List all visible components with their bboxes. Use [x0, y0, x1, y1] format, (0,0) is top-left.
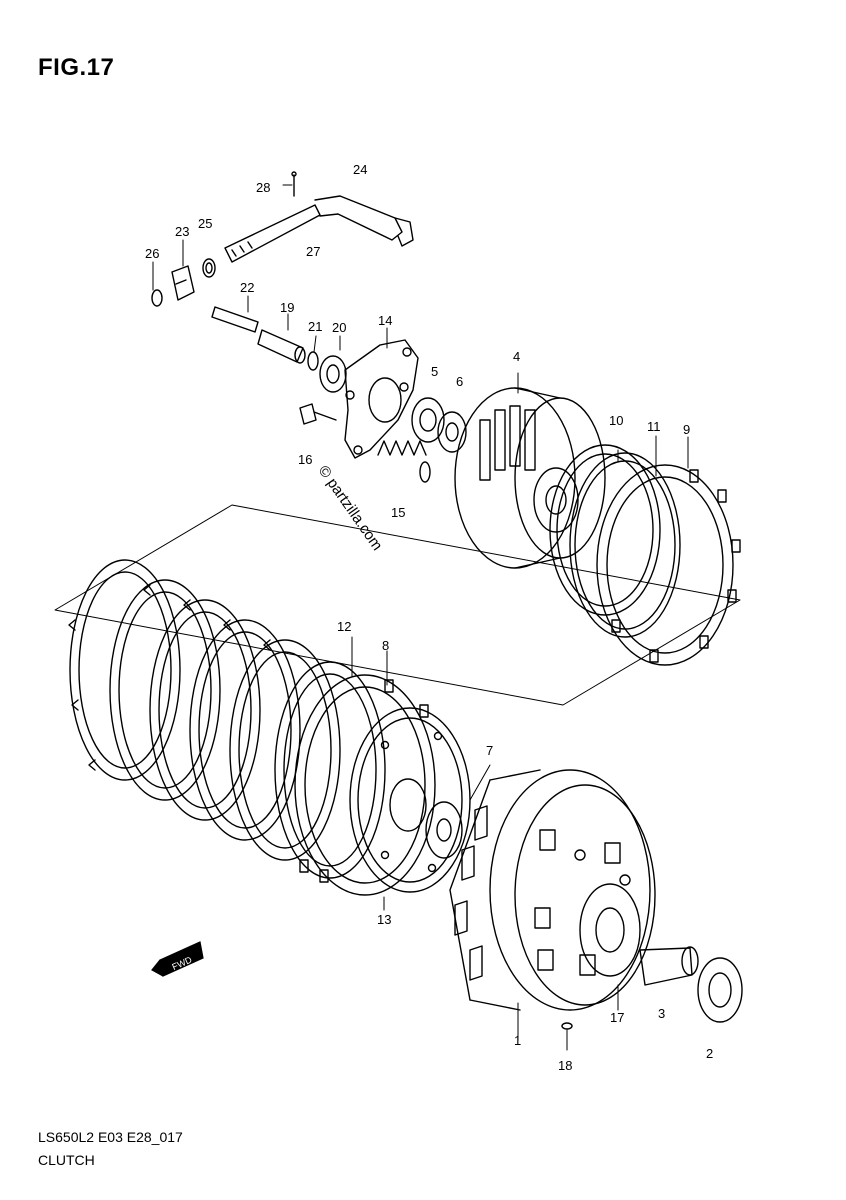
- callout-20: 20: [332, 320, 346, 335]
- primary-drive-spacer: [579, 883, 641, 977]
- spring-washer-seat: [549, 444, 661, 616]
- figure-code: LS650L2 E03 E28_017: [38, 1129, 183, 1145]
- release-arm-shaft: [224, 171, 414, 263]
- callout-26: 26: [145, 246, 159, 261]
- callout-14: 14: [378, 313, 392, 328]
- callout-13: 13: [377, 912, 391, 927]
- callout-6: 6: [456, 374, 463, 389]
- callout-11: 11: [647, 419, 661, 434]
- callout-7: 7: [486, 743, 493, 758]
- callout-18: 18: [558, 1058, 572, 1073]
- callout-15: 15: [391, 505, 405, 520]
- callout-25: 25: [198, 216, 212, 231]
- push-rod-push-piece: [211, 306, 319, 371]
- clutch-spring-bolt: [299, 403, 337, 425]
- figure-name: CLUTCH: [38, 1152, 95, 1168]
- callout-23: 23: [175, 224, 189, 239]
- lock-washer: [437, 411, 467, 453]
- pressure-plate: [344, 339, 419, 459]
- callout-4: 4: [513, 349, 520, 364]
- callout-28: 28: [256, 180, 270, 195]
- callout-21: 21: [308, 319, 322, 334]
- callout-1: 1: [514, 1033, 521, 1048]
- callout-5: 5: [431, 364, 438, 379]
- callout-24: 24: [353, 162, 367, 177]
- thrust-washer-outer: [697, 957, 743, 1023]
- callout-16: 16: [298, 452, 312, 467]
- release-bearing: [319, 355, 347, 393]
- callout-19: 19: [280, 300, 294, 315]
- clutch-plate-stack: [68, 559, 386, 879]
- release-clip-spring-washer: [151, 258, 216, 307]
- callout-3: 3: [658, 1006, 665, 1021]
- callout-numbers: 28 24 23 25 26 27 22 19 21 20 14 4 5 6 1…: [145, 162, 713, 1073]
- callout-22: 22: [240, 280, 254, 295]
- clutch-springs: [377, 440, 431, 483]
- watermark: © partzilla.com: [315, 463, 386, 554]
- drive-plate-top: [596, 464, 741, 666]
- callout-17: 17: [610, 1010, 624, 1025]
- pin: [561, 1022, 573, 1030]
- callout-12: 12: [337, 619, 351, 634]
- clutch-housing-bushing: [639, 946, 699, 986]
- clutch-housing-primary-driven-gear: [449, 769, 656, 1011]
- drive-plate-bottom: [294, 674, 436, 896]
- plate-group-outline: [54, 504, 741, 706]
- forward-direction-marker: FWD: [151, 941, 204, 977]
- callout-10: 10: [609, 413, 623, 428]
- clutch-sleeve-hub: [454, 387, 606, 569]
- figure-title: FIG.17: [38, 54, 115, 81]
- leader-lines: [152, 184, 689, 1051]
- callout-2: 2: [706, 1046, 713, 1061]
- callout-27: 27: [306, 244, 320, 259]
- clutch-hub-nut: [411, 397, 445, 443]
- callout-8: 8: [382, 638, 389, 653]
- callout-9: 9: [683, 422, 690, 437]
- thrust-washer: [425, 801, 463, 859]
- clutch-hub-plate: [349, 707, 471, 893]
